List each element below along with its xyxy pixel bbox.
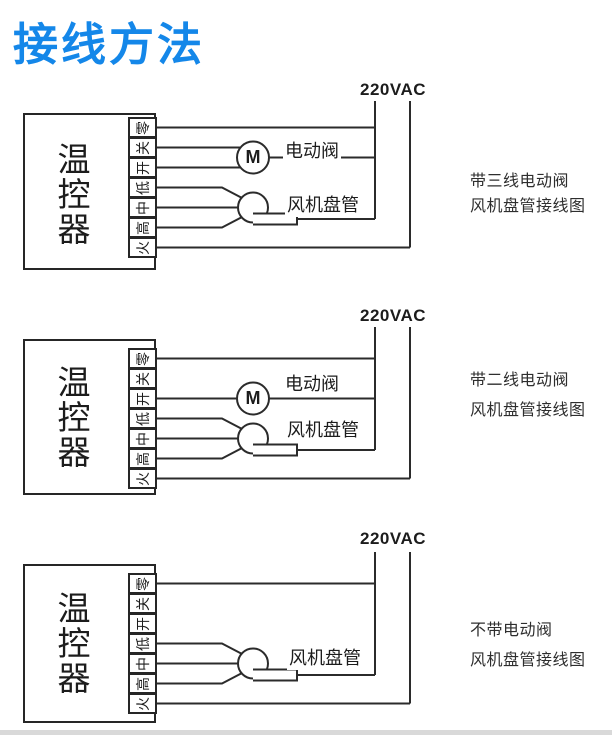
scan-edge-bar	[0, 730, 612, 735]
d1-terminal-open: 开	[128, 157, 157, 178]
d2-wire-low	[157, 417, 245, 431]
d3-caption-line1: 不带电动阀	[470, 622, 553, 639]
d3-terminal-live: 火	[128, 693, 157, 714]
d3-terminal-close: 关	[128, 593, 157, 614]
d3-caption-line2: 风机盘管接线图	[470, 652, 586, 669]
d2-fan-label: 风机盘管	[285, 416, 361, 442]
d1-caption-line1: 带三线电动阀	[470, 173, 570, 190]
d1-wire-low	[157, 186, 245, 200]
d3-wire-low	[157, 642, 245, 656]
d2-terminal-medium: 中	[128, 428, 157, 449]
d1-power-label: 220VAC	[360, 80, 426, 99]
d3-fan-label: 风机盘管	[287, 644, 363, 670]
page-title: 接线方法	[13, 19, 206, 70]
d2-terminal-open: 开	[128, 388, 157, 409]
d1-fan-label: 风机盘管	[285, 191, 361, 217]
d1-caption-line2: 风机盘管接线图	[470, 198, 586, 215]
d1-terminal-low: 低	[128, 177, 157, 198]
d3-thermostat-label: 温控器	[57, 590, 91, 697]
d2-valve-label: 电动阀	[283, 370, 341, 396]
d1-terminal-medium: 中	[128, 197, 157, 218]
d1-terminal-neutral: 零	[128, 117, 157, 138]
d3-terminal-medium: 中	[128, 653, 157, 674]
d2-fan-housing	[253, 443, 298, 457]
d3-terminal-neutral: 零	[128, 573, 157, 594]
d2-terminal-high: 高	[128, 448, 157, 469]
d2-terminal-low: 低	[128, 408, 157, 429]
d1-terminal-live: 火	[128, 237, 157, 258]
d1-wire-high	[157, 215, 245, 229]
diagram1-wires	[157, 101, 411, 249]
d1-thermostat-label: 温控器	[57, 141, 91, 248]
d2-motor-circle	[236, 381, 270, 416]
d2-caption-line1: 带二线电动阀	[470, 372, 570, 389]
diagram3-wires	[157, 552, 411, 705]
d2-wire-high	[157, 446, 245, 460]
d2-terminal-live: 火	[128, 468, 157, 489]
d3-terminal-low: 低	[128, 633, 157, 654]
d2-power-label: 220VAC	[360, 306, 426, 325]
d2-terminal-close: 关	[128, 368, 157, 389]
d1-motor-circle	[236, 140, 270, 175]
d2-thermostat-label: 温控器	[57, 364, 91, 471]
d1-terminal-high: 高	[128, 217, 157, 238]
d2-motor-letter: M	[245, 388, 261, 408]
diagram2-wires	[157, 327, 411, 480]
d1-valve-label: 电动阀	[283, 137, 341, 163]
d3-fan-housing	[253, 668, 298, 682]
d3-terminal-open: 开	[128, 613, 157, 634]
d3-terminal-high: 高	[128, 673, 157, 694]
d3-power-label: 220VAC	[360, 529, 426, 548]
d2-caption-line2: 风机盘管接线图	[470, 402, 586, 419]
d1-terminal-close: 关	[128, 137, 157, 158]
d3-wire-high	[157, 671, 245, 685]
d1-motor-letter: M	[245, 147, 261, 167]
d2-terminal-neutral: 零	[128, 348, 157, 369]
